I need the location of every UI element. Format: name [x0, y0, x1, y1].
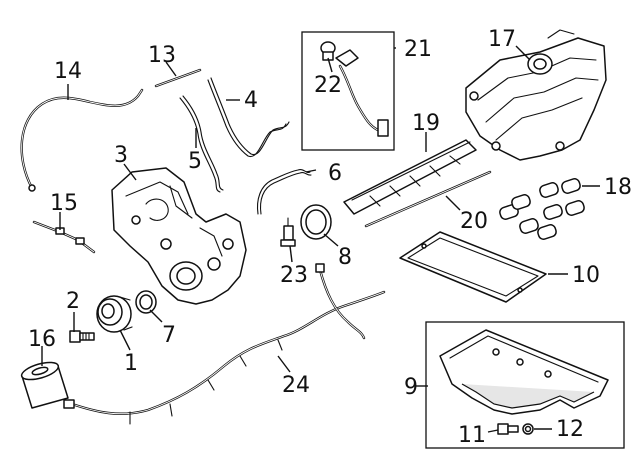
callout-19: 19 — [412, 111, 440, 136]
part-3-timing-cover — [111, 167, 247, 305]
callout-2: 2 — [66, 289, 80, 314]
part-1-pulley — [96, 295, 133, 333]
callout-17: 17 — [488, 27, 516, 52]
part-5-gasket — [179, 95, 224, 193]
part-24-harness — [63, 263, 386, 425]
callout-1: 1 — [124, 351, 138, 376]
part-19-cover — [343, 139, 477, 215]
callout-9: 9 — [404, 375, 418, 400]
part-13-rod — [154, 68, 202, 88]
callout-18: 18 — [604, 175, 632, 200]
callout-4: 4 — [244, 88, 258, 113]
callout-11: 11 — [458, 423, 486, 448]
callout-14: 14 — [54, 59, 82, 84]
callout-21: 21 — [404, 37, 432, 62]
part-17-intake-manifold — [465, 29, 607, 161]
part-23-sensor — [280, 217, 296, 247]
part-4-gasket — [207, 77, 290, 157]
callout-numbers: 14 13 4 5 3 6 15 2 1 7 16 8 23 24 21 22 … — [28, 27, 632, 448]
callout-5: 5 — [188, 149, 202, 174]
callout-3: 3 — [114, 143, 128, 168]
part-8-seal — [300, 204, 332, 240]
callout-22: 22 — [314, 73, 342, 98]
part-20-strip — [364, 170, 492, 228]
box-9 — [425, 321, 625, 449]
part-10-pan-gasket — [399, 231, 547, 303]
callout-8: 8 — [338, 245, 352, 270]
leader-lines — [41, 45, 600, 433]
callout-13: 13 — [148, 43, 176, 68]
part-15-strip — [32, 220, 96, 254]
callout-10: 10 — [572, 263, 600, 288]
callout-15: 15 — [50, 191, 78, 216]
part-14-tube — [20, 88, 144, 192]
callout-6: 6 — [328, 161, 342, 186]
callout-24: 24 — [282, 373, 310, 398]
part-2-bolt — [69, 330, 95, 343]
callout-16: 16 — [28, 327, 56, 352]
part-7-seal — [135, 290, 157, 314]
callout-20: 20 — [460, 209, 488, 234]
part-18-gaskets — [499, 178, 585, 240]
callout-12: 12 — [556, 417, 584, 442]
callout-7: 7 — [162, 323, 176, 348]
part-16-oil-filter — [20, 361, 69, 409]
callout-23: 23 — [280, 263, 308, 288]
part-6-seal-strip — [256, 169, 312, 215]
box-21 — [301, 31, 395, 151]
